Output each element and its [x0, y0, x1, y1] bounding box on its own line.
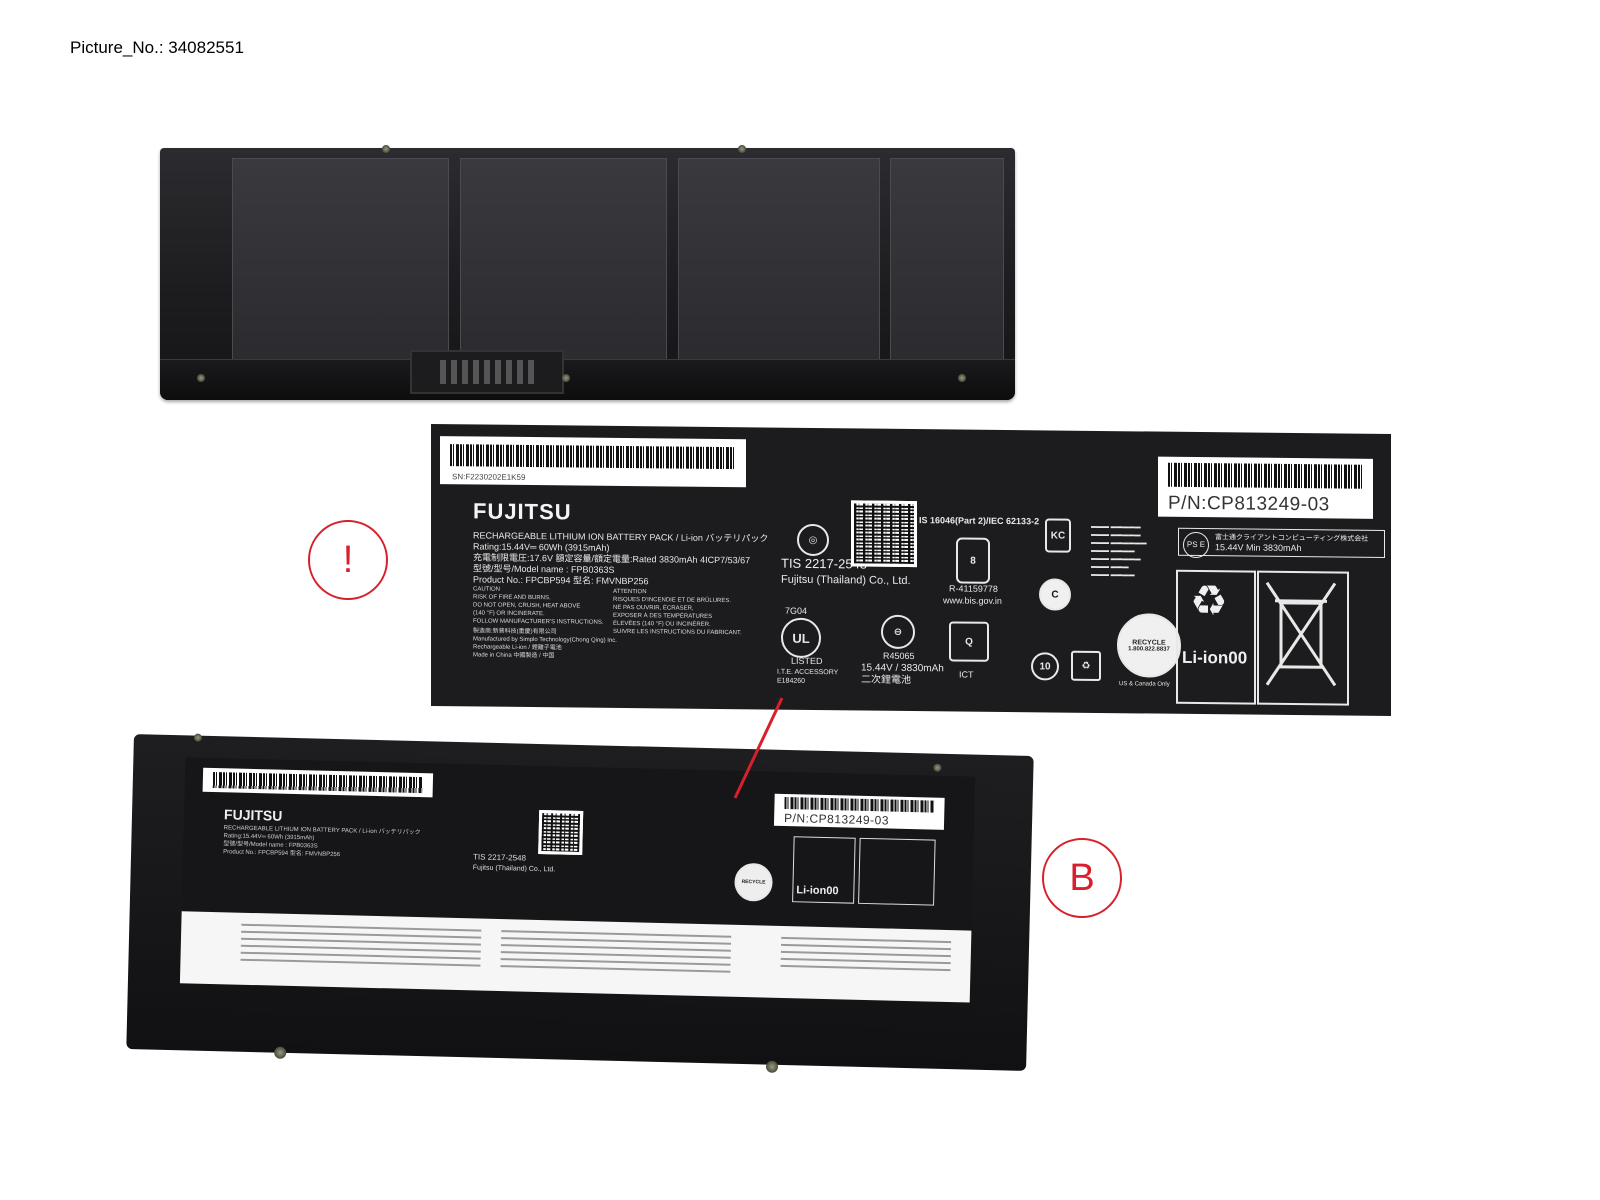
serial-barcode: SN:F2230202E1K59	[440, 436, 746, 488]
battery-label-closeup: SN:F2230202E1K59 P/N:CP813249-03 FUJITSU…	[431, 423, 1391, 717]
battery-symbol-icon: C	[1039, 578, 1071, 611]
text-line: 15.44V / 3830mAh	[861, 662, 944, 675]
li-ion-recycle-box: ♻ Li-ion00	[1176, 569, 1256, 705]
qr-code	[851, 500, 917, 568]
part-number-barcode: P/N:CP813249-03	[1158, 456, 1373, 519]
b-callout: B	[1042, 838, 1122, 918]
bis-registration: R-41159778	[949, 583, 998, 594]
picture-caption: Picture_No.: 34082551	[70, 38, 244, 57]
battery-front-photo: P/N:CP813249-03 FUJITSU RECHARGEABLE LIT…	[126, 733, 1034, 1073]
weee-crossed-bin-icon	[1257, 570, 1349, 706]
ul-listed: LISTED	[791, 655, 823, 667]
china-recycle-icon: ♻	[1071, 650, 1101, 681]
fujitsu-logo: FUJITSU	[473, 498, 572, 525]
pse-mark: PS E 富士通クライアントコンピューティング株式会社 15.44V Min 3…	[1178, 527, 1385, 559]
ict-text: ICT	[959, 669, 974, 680]
ten-year-icon: 10	[1031, 652, 1059, 681]
battery-back-photo	[160, 145, 1015, 400]
text-line: SUIVRE LES INSTRUCTIONS DU FABRICANT.	[613, 628, 742, 637]
bsmi-icon: ⊖	[881, 614, 915, 650]
bsmi-code: R45065	[883, 650, 915, 662]
thai-tis-icon: ◎	[797, 523, 829, 557]
part-number: P/N:CP813249-03	[1168, 492, 1330, 516]
bis-icon: 8	[956, 537, 990, 584]
text-line: E184260	[777, 677, 806, 685]
korean-spec-block: ▬▬▬ ▬▬▬▬▬▬▬▬ ▬▬▬▬▬▬▬▬ ▬▬▬▬▬▬▬▬▬ ▬▬▬▬▬▬▬ …	[1091, 523, 1147, 579]
kc-icon: KC	[1045, 518, 1071, 553]
fujitsu-thailand: Fujitsu (Thailand) Co., Ltd.	[781, 573, 911, 587]
us-canada-only: US & Canada Only	[1119, 681, 1170, 688]
li-ion-text: Li-ion00	[1182, 647, 1248, 668]
ul-code: 7G04	[785, 605, 808, 616]
bis-url: www.bis.gov.in	[943, 595, 1002, 606]
is-standard: IS 16046(Part 2)/IEC 62133-2	[919, 515, 1040, 527]
ul-icon: UL	[781, 617, 821, 659]
text-line: Made in China 中國製造 / 中国	[473, 652, 555, 660]
warning-callout: !	[308, 520, 388, 600]
text-line: 二次鋰電池	[861, 674, 911, 686]
ict-icon: Q	[949, 621, 989, 662]
rbrc-recycle-seal: RECYCLE 1.800.822.8837	[1117, 613, 1181, 678]
battery-connector	[410, 350, 564, 394]
recycle-icon: ♻	[1190, 576, 1228, 625]
battery-label-small: P/N:CP813249-03 FUJITSU RECHARGEABLE LIT…	[181, 757, 976, 937]
